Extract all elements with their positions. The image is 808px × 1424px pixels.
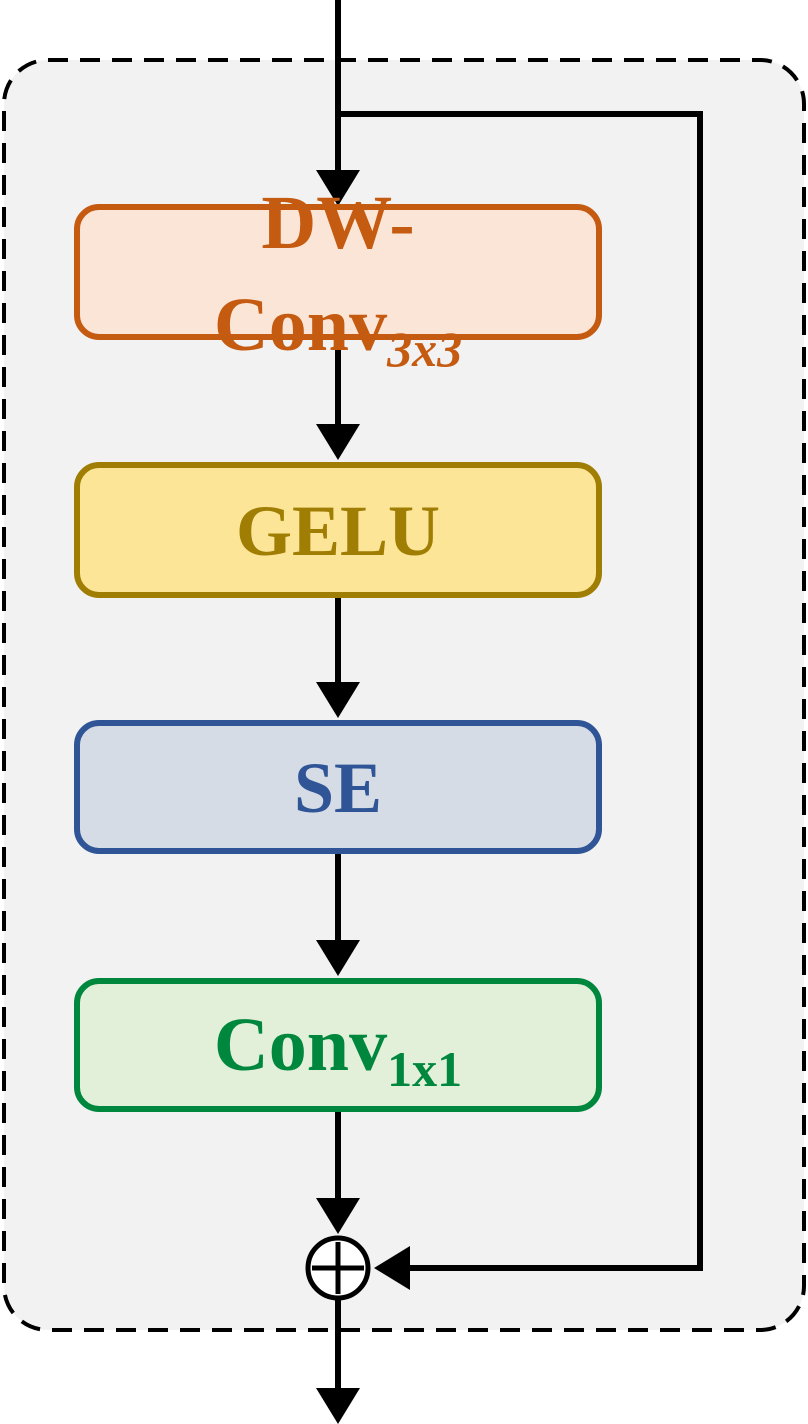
- gelu-box: [74, 462, 602, 598]
- gelu-label: GELU: [236, 491, 440, 571]
- arrowhead-skip: [374, 1246, 410, 1290]
- dwconv-label-main: Conv: [214, 283, 387, 367]
- se-label: SE: [294, 748, 382, 828]
- arrowhead-dwconv: [316, 170, 360, 206]
- arrowhead-sum: [316, 1198, 360, 1234]
- dwconv-label-line2: Conv3x3: [214, 283, 462, 377]
- conv1x1-label-sub: 1x1: [387, 1041, 462, 1097]
- skip-connection: [338, 111, 703, 1271]
- se-box: [74, 720, 602, 854]
- main-connectors: [335, 0, 703, 1395]
- conv1x1-label-main: Conv: [214, 1003, 387, 1087]
- sum-node: [305, 1235, 371, 1301]
- arrowhead-output: [316, 1388, 360, 1424]
- conv1x1-box: [74, 978, 602, 1112]
- arrowhead-gelu: [316, 424, 360, 460]
- se-block: SE: [74, 720, 602, 854]
- dwconv-label-line1: DW-: [261, 181, 414, 265]
- conv1x1-block: Conv1x1: [74, 978, 602, 1112]
- arrowhead-conv: [316, 940, 360, 976]
- arrowheads: [316, 170, 410, 1424]
- dwconv-box: [74, 204, 602, 340]
- dwconv-block: DW- Conv3x3: [74, 181, 602, 377]
- conv1x1-label: Conv1x1: [214, 1003, 462, 1097]
- gelu-block: GELU: [74, 462, 602, 598]
- dwconv-label-sub: 3x3: [386, 321, 462, 377]
- arrowhead-se: [316, 682, 360, 718]
